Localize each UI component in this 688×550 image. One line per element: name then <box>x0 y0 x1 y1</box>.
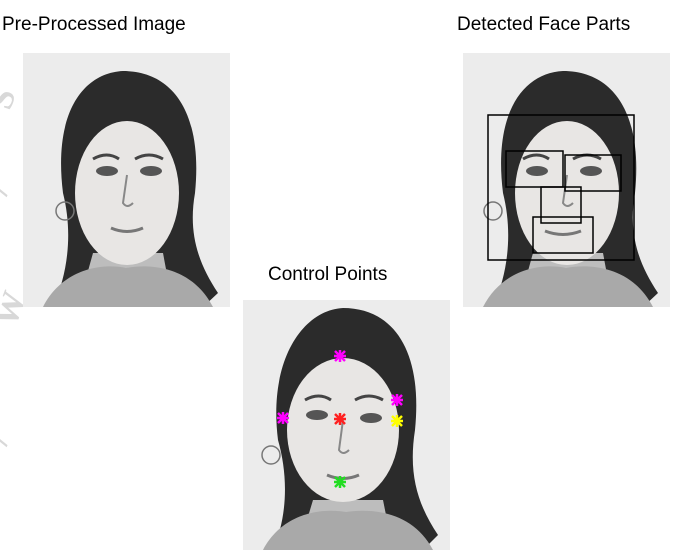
control-point-chin <box>334 476 346 488</box>
detected-title: Detected Face Parts <box>457 14 630 36</box>
face-illustration <box>23 53 230 307</box>
face-illustration <box>463 53 670 307</box>
detected-image <box>463 53 670 307</box>
control-point-forehead <box>334 350 346 362</box>
control-point-right-cheek <box>391 394 403 406</box>
control-point-right-eye <box>391 415 403 427</box>
control-point-left-cheek <box>277 412 289 424</box>
preprocessed-title: Pre-Processed Image <box>2 14 186 36</box>
preprocessed-image <box>23 53 230 307</box>
control-point-nose-bridge <box>334 413 346 425</box>
control-title: Control Points <box>268 264 387 286</box>
face-illustration <box>243 300 450 550</box>
control-image <box>243 300 450 550</box>
